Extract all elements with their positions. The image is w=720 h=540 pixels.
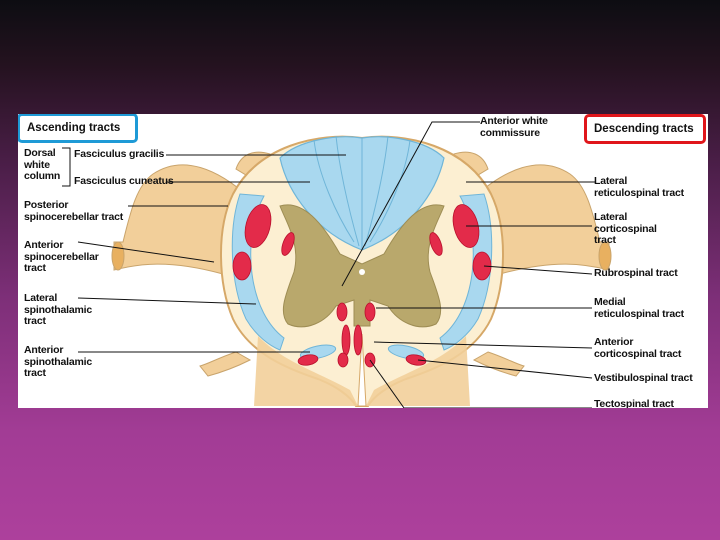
label-tectospinal: Tectospinal tract — [594, 398, 674, 408]
spinal-cord-cross-section — [62, 121, 612, 408]
leader-lines — [62, 121, 596, 408]
label-fasciculus-cuneatus: Fasciculus cuneatus — [74, 175, 174, 187]
label-lateral-spinothalamic: Lateral spinothalamic tract — [24, 292, 92, 327]
descending-tracts — [232, 204, 492, 368]
ventral-fissure — [357, 333, 367, 407]
label-medial-reticulospinal: Medial reticulospinal tract — [594, 296, 684, 320]
label-posterior-spinocerebellar: Posterior spinocerebellar tract — [24, 199, 124, 223]
ascending-tracts-header: Ascending tracts — [18, 114, 138, 143]
label-dorsal-white-column: Dorsal white column — [24, 147, 61, 182]
spinal-cord-figure: Ascending tracts Descending tracts Dorsa… — [18, 114, 708, 408]
label-anterior-spinocerebellar: Anterior spinocerebellar tract — [24, 239, 99, 274]
label-lateral-reticulospinal: Lateral reticulospinal tract — [594, 175, 684, 199]
label-anterior-spinothalamic: Anterior spinothalamic tract — [24, 344, 92, 379]
label-rubrospinal: Rubrospinal tract — [594, 267, 678, 279]
descending-tracts-header: Descending tracts — [584, 114, 706, 144]
label-anterior-white-commissure: Anterior white commissure — [480, 115, 548, 139]
gray-matter — [279, 204, 445, 328]
label-lateral-corticospinal: Lateral corticospinal tract — [594, 211, 657, 246]
label-fasciculus-gracilis: Fasciculus gracilis — [74, 148, 165, 160]
label-vestibulospinal: Vestibulospinal tract — [594, 372, 693, 384]
label-anterior-corticospinal: Anterior corticospinal tract — [594, 336, 682, 360]
